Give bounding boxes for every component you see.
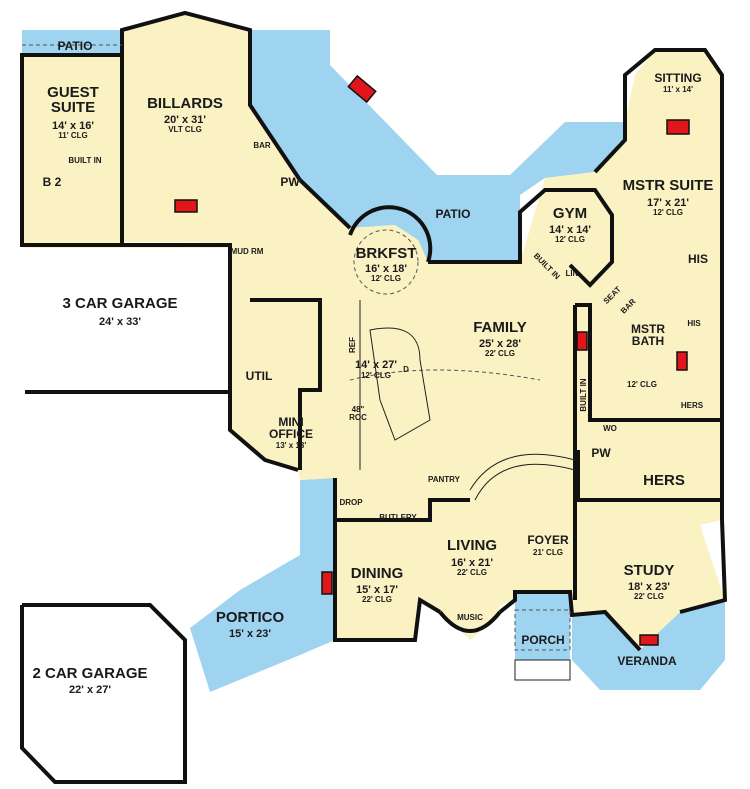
b2-label: B 2 — [43, 175, 62, 189]
drop-label: DROP — [339, 498, 363, 507]
util-label: UTIL — [246, 369, 273, 383]
mud-rm-label: MUD RM — [231, 247, 264, 256]
guest-suite-clg: 11' CLG — [58, 131, 87, 140]
family-clg: 22' CLG — [485, 349, 515, 358]
butlery-label: BUTLERY — [379, 513, 417, 522]
built-in-family-label: BUILT IN — [579, 378, 588, 411]
mstr-suite-clg: 12' CLG — [653, 208, 683, 217]
billards-size: 20' x 31' — [164, 114, 206, 126]
billards-floor — [122, 13, 300, 242]
mstr-bath-label: MSTR — [631, 322, 665, 336]
walls — [20, 10, 728, 784]
sitting-size: 11' x 14' — [663, 85, 693, 94]
garage2-floor — [22, 605, 185, 782]
patio-left-area — [22, 30, 122, 55]
garage3-floor — [25, 248, 230, 391]
mini-office-label-2: OFFICE — [269, 427, 313, 441]
his-label: HIS — [688, 252, 708, 266]
lin-label: LIN — [566, 269, 579, 278]
bar-label: BAR — [253, 141, 271, 150]
portico-area — [190, 478, 335, 692]
gym-size: 14' x 14' — [549, 224, 591, 236]
fireplace-sitting — [666, 119, 690, 135]
kitchen-clg: 12' CLG — [361, 371, 391, 380]
dining-size: 15' x 17' — [356, 584, 398, 596]
main-floor — [25, 50, 725, 650]
garage2-label: 2 CAR GARAGE — [32, 665, 147, 682]
guest-suite-floor — [22, 55, 122, 245]
guest-suite-size: 14' x 16' — [52, 120, 94, 132]
sitting-label: SITTING — [654, 71, 701, 85]
study-label: STUDY — [624, 562, 675, 579]
details — [22, 44, 576, 681]
hers-label: HERS — [643, 472, 685, 489]
mini-office-size: 13' x 13' — [276, 441, 307, 450]
living-clg: 22' CLG — [457, 568, 487, 577]
pw-top-label: PW — [280, 175, 300, 189]
foyer-label: FOYER — [527, 533, 569, 547]
fireplace-billards — [174, 199, 198, 213]
patio-areas — [22, 30, 725, 692]
porch-area — [515, 592, 570, 660]
interior-floor — [22, 13, 725, 782]
pw-foyer-label: PW — [591, 446, 611, 460]
family-label: FAMILY — [473, 319, 527, 336]
kitchen-size: 14' x 27' — [355, 359, 397, 371]
gym-clg: 12' CLG — [555, 235, 585, 244]
wo-label: WO — [603, 424, 617, 433]
foyer-clg: 21' CLG — [533, 548, 563, 557]
roc-label-2: ROC — [349, 413, 367, 422]
billards-label: BILLARDS — [147, 95, 223, 112]
living-label: LIVING — [447, 537, 497, 554]
fireplaces — [174, 74, 690, 646]
living-size: 16' x 21' — [451, 557, 493, 569]
dining-label: DINING — [351, 565, 404, 582]
brkfst-size: 16' x 18' — [365, 263, 407, 275]
room-labels: PATIO GUEST SUITE 14' x 16' 11' CLG BUIL… — [32, 39, 713, 696]
fireplace-family — [576, 331, 588, 351]
hers-wc-label: HERS — [681, 401, 704, 410]
his-wc-label: HIS — [687, 319, 701, 328]
garage2-size: 22' x 27' — [69, 684, 111, 696]
fireplace-bath — [676, 351, 688, 371]
ref-label: REF — [348, 337, 357, 353]
guest-suite-label-2: SUITE — [51, 99, 95, 116]
study-clg: 22' CLG — [634, 592, 664, 601]
family-size: 25' x 28' — [479, 338, 521, 350]
portico-label: PORTICO — [216, 609, 285, 626]
dining-clg: 22' CLG — [362, 595, 392, 604]
patio-left-label: PATIO — [58, 39, 93, 53]
guest-suite-label: GUEST — [47, 84, 99, 101]
pantry-label: PANTRY — [428, 475, 461, 484]
roc-label: 48" — [352, 405, 365, 414]
garage3-label: 3 CAR GARAGE — [62, 295, 177, 312]
fireplace-dining — [321, 571, 333, 595]
mini-office-label: MINI — [278, 415, 303, 429]
music-label: MUSIC — [457, 613, 483, 622]
mstr-suite-size: 17' x 21' — [647, 197, 689, 209]
garage3-size: 24' x 33' — [99, 316, 141, 328]
patio-main-label: PATIO — [436, 207, 471, 221]
portico-size: 15' x 23' — [229, 628, 271, 640]
built-in-left-label: BUILT IN — [68, 156, 101, 165]
veranda-label: VERANDA — [617, 654, 677, 668]
patio-main-area — [250, 30, 625, 262]
mstr-bath-clg: 12' CLG — [627, 380, 657, 389]
brkfst-label: BRKFST — [356, 245, 417, 262]
mstr-suite-label: MSTR SUITE — [623, 177, 714, 194]
mstr-bath-label-2: BATH — [632, 334, 664, 348]
study-size: 18' x 23' — [628, 581, 670, 593]
fireplace-patio — [347, 74, 377, 104]
fireplace-study — [639, 634, 659, 646]
billards-clg: VLT CLG — [168, 125, 202, 134]
gym-label: GYM — [553, 205, 587, 222]
brkfst-clg: 12' CLG — [371, 274, 401, 283]
porch-label: PORCH — [521, 633, 564, 647]
dishwasher-label: D — [403, 365, 409, 374]
